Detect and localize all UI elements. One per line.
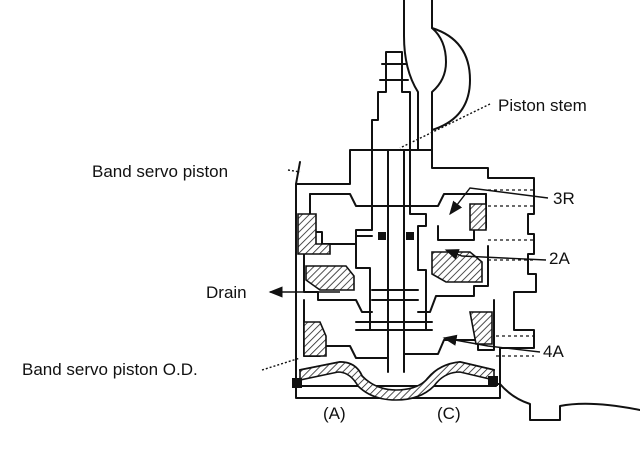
arrow-4a xyxy=(442,334,541,353)
middle-piston-right xyxy=(417,245,489,313)
upper-right-seal-hatch xyxy=(469,203,487,231)
stem-seal-upper xyxy=(378,232,386,240)
upper-housing-bulge xyxy=(431,27,471,131)
lower-right-seal-hatch xyxy=(469,311,493,345)
label-band-servo-piston: Band servo piston xyxy=(92,162,229,181)
od-leader xyxy=(261,357,301,371)
label-band-servo-piston-od: Band servo piston O.D. xyxy=(22,360,198,379)
stem-guide-right xyxy=(409,149,427,331)
upper-housing-outline xyxy=(403,0,447,151)
label-port-2a: 2A xyxy=(549,249,570,268)
middle-left-seal-hatch xyxy=(305,265,355,291)
upper-piston-plate xyxy=(309,193,487,207)
label-port-3r: 3R xyxy=(553,189,575,208)
middle-cross-rod xyxy=(371,289,419,301)
port-passage-4a xyxy=(496,335,534,357)
arrow-2a xyxy=(444,249,547,261)
od-left-seal-block xyxy=(292,378,302,388)
od-right-seal-block xyxy=(488,376,498,386)
stem-tip xyxy=(379,63,409,81)
label-drain: Drain xyxy=(206,283,247,302)
upper-piston-wall xyxy=(309,193,373,245)
arrow-3r xyxy=(449,187,549,216)
label-piston-stem: Piston stem xyxy=(498,96,587,115)
lower-cross-rod xyxy=(355,321,433,331)
lower-left-seal-hatch xyxy=(303,321,327,357)
upper-left-seal-hatch xyxy=(297,213,331,255)
piston-stem xyxy=(371,51,411,151)
label-port-4a: 4A xyxy=(543,342,564,361)
od-piston-hatch xyxy=(299,361,495,401)
port-passage-3r xyxy=(488,189,534,207)
piston-stem-leader xyxy=(399,103,491,149)
stem-guide-left xyxy=(355,149,373,331)
middle-right-seal-hatch xyxy=(431,251,483,283)
stem-center-rod xyxy=(387,149,405,373)
port-passage-2a xyxy=(488,239,534,261)
stem-seal-lower xyxy=(406,232,414,240)
left-body-edge xyxy=(295,161,301,185)
right-lower-housing xyxy=(499,383,640,421)
label-chamber-c: (C) xyxy=(437,404,461,423)
label-chamber-a: (A) xyxy=(323,404,346,423)
